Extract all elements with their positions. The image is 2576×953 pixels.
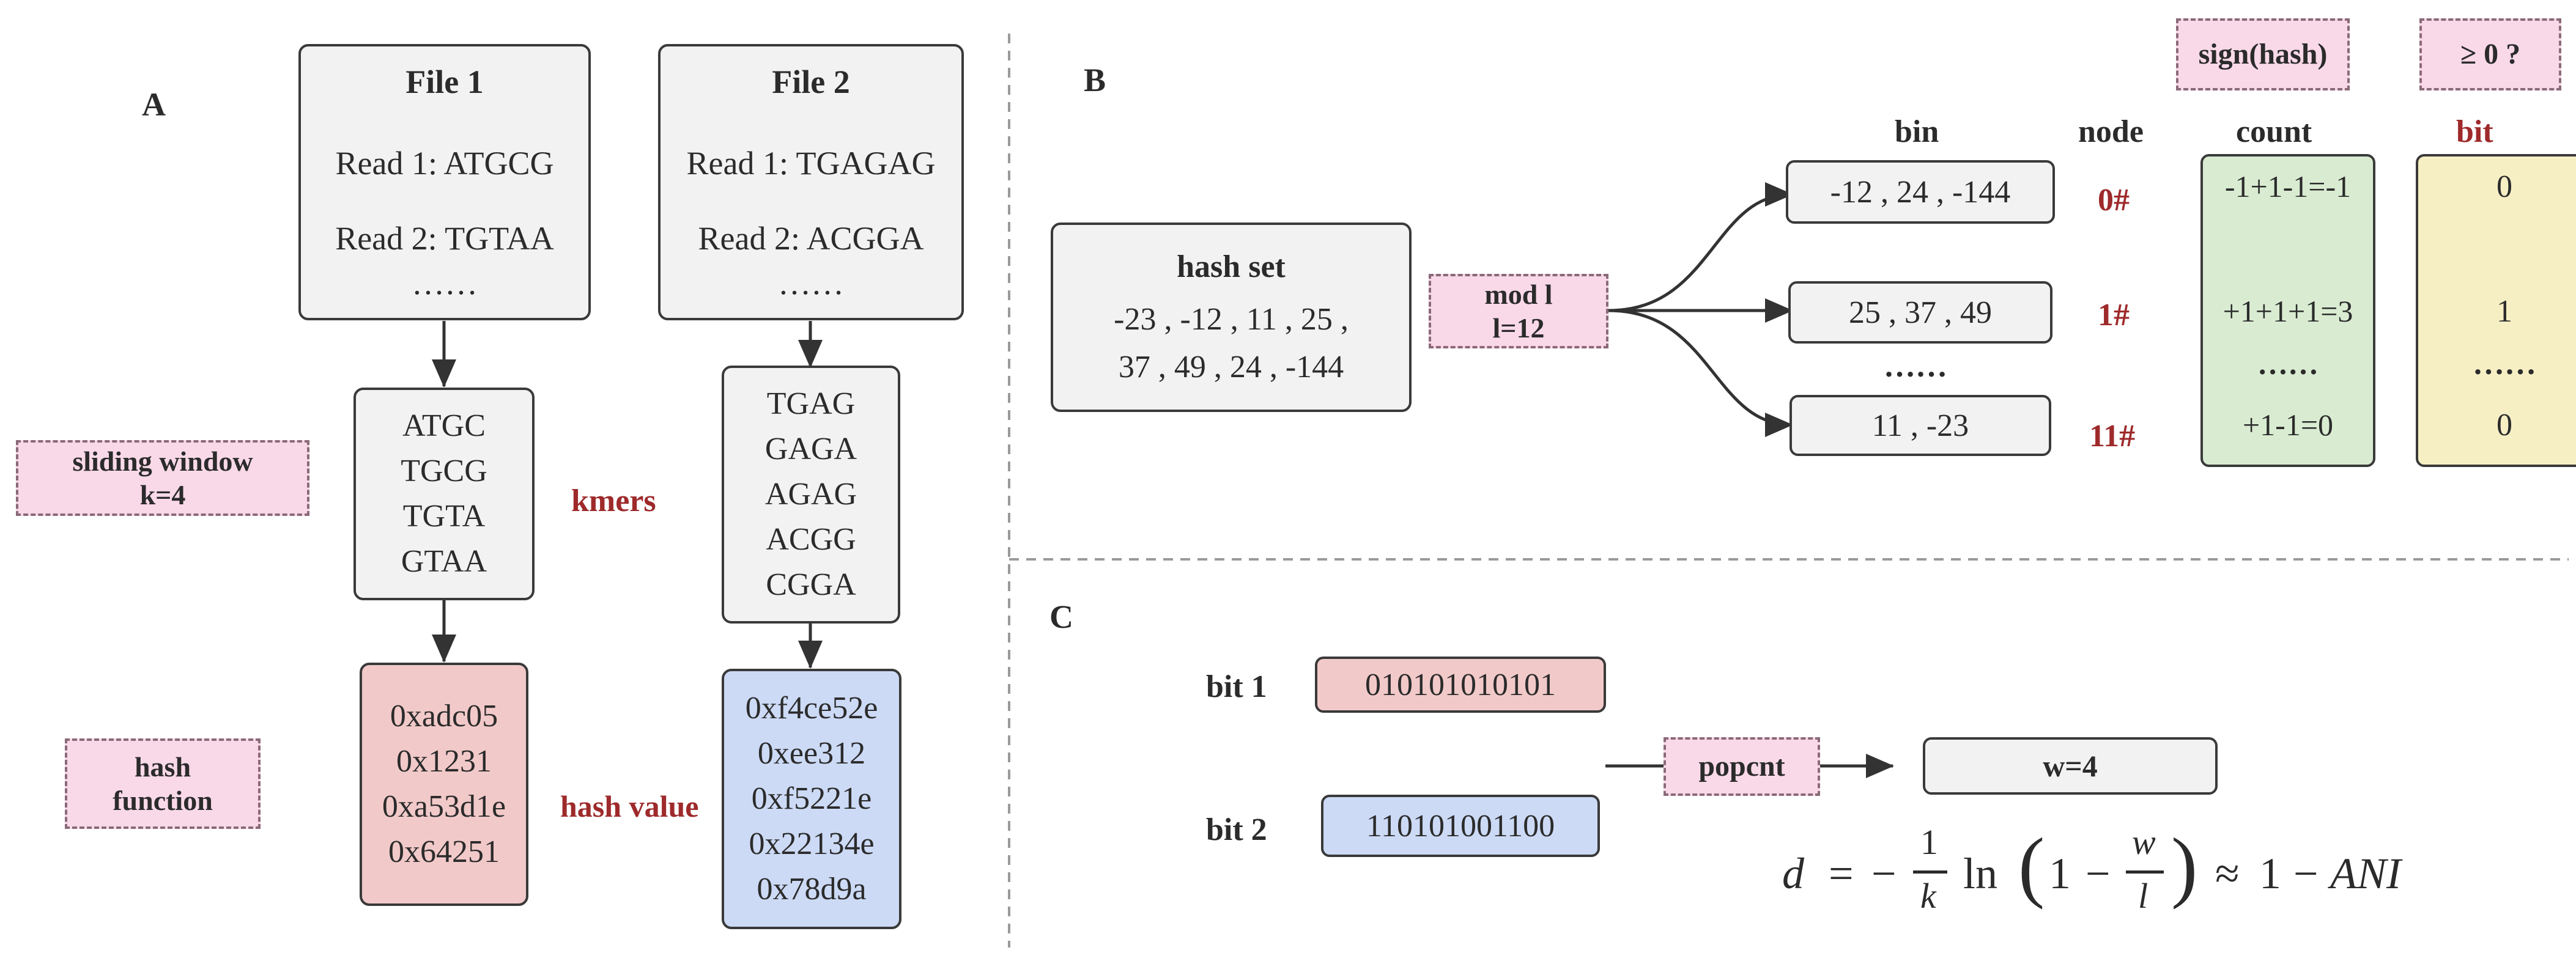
w-box: w=4 — [1923, 737, 2218, 795]
node-1: 1# — [2098, 298, 2130, 333]
panel-c-label: C — [1049, 598, 1073, 635]
hash-value: 0x22134e — [749, 826, 875, 861]
bin-ellipsis: …… — [1884, 349, 1947, 384]
file2-read2: Read 2: ACGGA — [698, 219, 924, 257]
kmer: TGTA — [402, 499, 486, 534]
bit-ellipsis: …… — [2473, 347, 2536, 381]
sliding-window-tag: sliding window k=4 — [16, 440, 309, 516]
formula-frac-bar-2 — [2126, 870, 2164, 874]
hash-set-box: hash set -23 , -12 , 11 , 25 , 37 , 49 ,… — [1051, 223, 1412, 412]
formula-one-right: 1 — [2259, 849, 2281, 898]
hash-set-line2: 37 , 49 , 24 , -144 — [1118, 350, 1344, 385]
bit-0: 0 — [2496, 169, 2512, 204]
popcnt-tag: popcnt — [1664, 737, 1820, 796]
hash-value: 0x64251 — [388, 834, 500, 869]
formula-paren-left: ( — [2018, 822, 2045, 910]
file2-read1: Read 1: TGAGAG — [686, 144, 936, 182]
kmer: TGCG — [401, 454, 487, 489]
node-11: 11# — [2089, 419, 2136, 454]
panel-b-label: B — [1084, 62, 1106, 98]
hashes2-box: 0xf4ce52e 0xee312 0xf5221e 0x22134e 0x78… — [722, 669, 901, 929]
formula-approx: ≈ — [2215, 849, 2240, 898]
hash-value: 0xa53d1e — [382, 789, 506, 824]
hash-value: 0xf5221e — [751, 781, 872, 817]
bin-1: 25 , 37 , 49 — [1788, 281, 2052, 344]
file1-read1: Read 1: ATGCG — [335, 144, 554, 182]
panel-a-label: A — [142, 86, 166, 123]
formula-minus: − — [1871, 849, 1897, 898]
formula-one-inner: 1 — [2049, 849, 2071, 898]
node-header: node — [2078, 114, 2144, 149]
curve-to-bin-0 — [1608, 182, 1793, 312]
file2-box: File 2 Read 1: TGAGAG Read 2: ACGGA …… — [658, 44, 964, 320]
hash-value-label: hash value — [560, 789, 699, 823]
formula-ani: ANI — [2330, 849, 2401, 898]
formula-w: w — [2132, 822, 2156, 862]
kmer: ATGC — [402, 408, 486, 444]
bin-0: -12 , 24 , -144 — [1786, 160, 2055, 224]
kmer: ACGG — [766, 521, 856, 557]
file2-title: File 2 — [772, 64, 850, 100]
count-column: -1+1-1=-1 +1+1+1=3 …… +1-1=0 — [2200, 154, 2375, 467]
ani-formula: d = − 1 k ln ( 1 − w l ) ≈ 1 − ANI — [1780, 822, 2401, 934]
hash-value: 0x78d9a — [757, 871, 867, 907]
kmer: TGAG — [766, 386, 856, 422]
formula-l: l — [2138, 876, 2149, 916]
formula-paren-right: ) — [2171, 822, 2198, 910]
formula-one: 1 — [1920, 822, 1938, 862]
formula-d: d — [1782, 849, 1804, 898]
hashes1-box: 0xadc05 0x1231 0xa53d1e 0x64251 — [360, 663, 528, 906]
bit1-label: bit 1 — [1206, 669, 1267, 704]
formula-eq: = — [1829, 849, 1854, 898]
mod-tag: mod l l=12 — [1429, 274, 1608, 348]
bit-header: bit — [2456, 114, 2493, 149]
hash-value: 0xee312 — [757, 736, 866, 771]
hash-set-title: hash set — [1177, 249, 1286, 284]
bin-11: 11 , -23 — [1790, 395, 2051, 456]
hash-value: 0xf4ce52e — [745, 691, 878, 726]
hash-function-tag: hash function — [65, 738, 261, 829]
curve-to-bin-11 — [1608, 309, 1793, 437]
kmer: CGGA — [766, 567, 856, 602]
bit2-label: bit 2 — [1206, 812, 1267, 847]
bit2-value: 110101001100 — [1321, 795, 1600, 857]
bit-column: 0 1 …… 0 — [2416, 154, 2576, 467]
kmers2-box: TGAG GAGA AGAG ACGG CGGA — [722, 366, 900, 624]
file1-ellipsis: …… — [412, 264, 478, 301]
formula-minus-right: − — [2293, 849, 2319, 898]
bit-1: 1 — [2496, 294, 2512, 329]
formula-minus-inner: − — [2086, 849, 2111, 898]
file1-title: File 1 — [405, 64, 484, 100]
node-0: 0# — [2098, 183, 2130, 218]
count-header: count — [2236, 114, 2312, 149]
formula-ln: ln — [1963, 849, 1998, 898]
kmer: GTAA — [401, 543, 487, 579]
formula-frac-bar-1 — [1913, 870, 1947, 874]
file2-ellipsis: …… — [778, 264, 844, 301]
count-0: -1+1-1=-1 — [2224, 169, 2352, 204]
kmers1-box: ATGC TGCG TGTA GTAA — [353, 388, 535, 600]
hash-value: 0xadc05 — [390, 699, 498, 734]
file1-box: File 1 Read 1: ATGCG Read 2: TGTAA …… — [298, 44, 591, 320]
bit1-value: 010101010101 — [1315, 657, 1606, 713]
count-1: +1+1+1=3 — [2223, 294, 2353, 328]
sign-hash-tag: sign(hash) — [2176, 18, 2350, 90]
kmers-label: kmers — [571, 484, 656, 518]
hash-set-line1: -23 , -12 , 11 , 25 , — [1114, 302, 1349, 337]
bit-11: 0 — [2496, 408, 2512, 443]
count-ellipsis: …… — [2257, 347, 2319, 381]
count-11: +1-1=0 — [2242, 408, 2334, 442]
formula-k: k — [1920, 876, 1936, 916]
hash-value: 0x1231 — [396, 744, 492, 779]
file1-read2: Read 2: TGTAA — [335, 219, 554, 257]
geq-zero-tag: ≥ 0 ? — [2419, 18, 2561, 90]
kmer: AGAG — [764, 477, 857, 512]
kmer: GAGA — [764, 432, 857, 467]
bin-header: bin — [1895, 114, 1939, 149]
